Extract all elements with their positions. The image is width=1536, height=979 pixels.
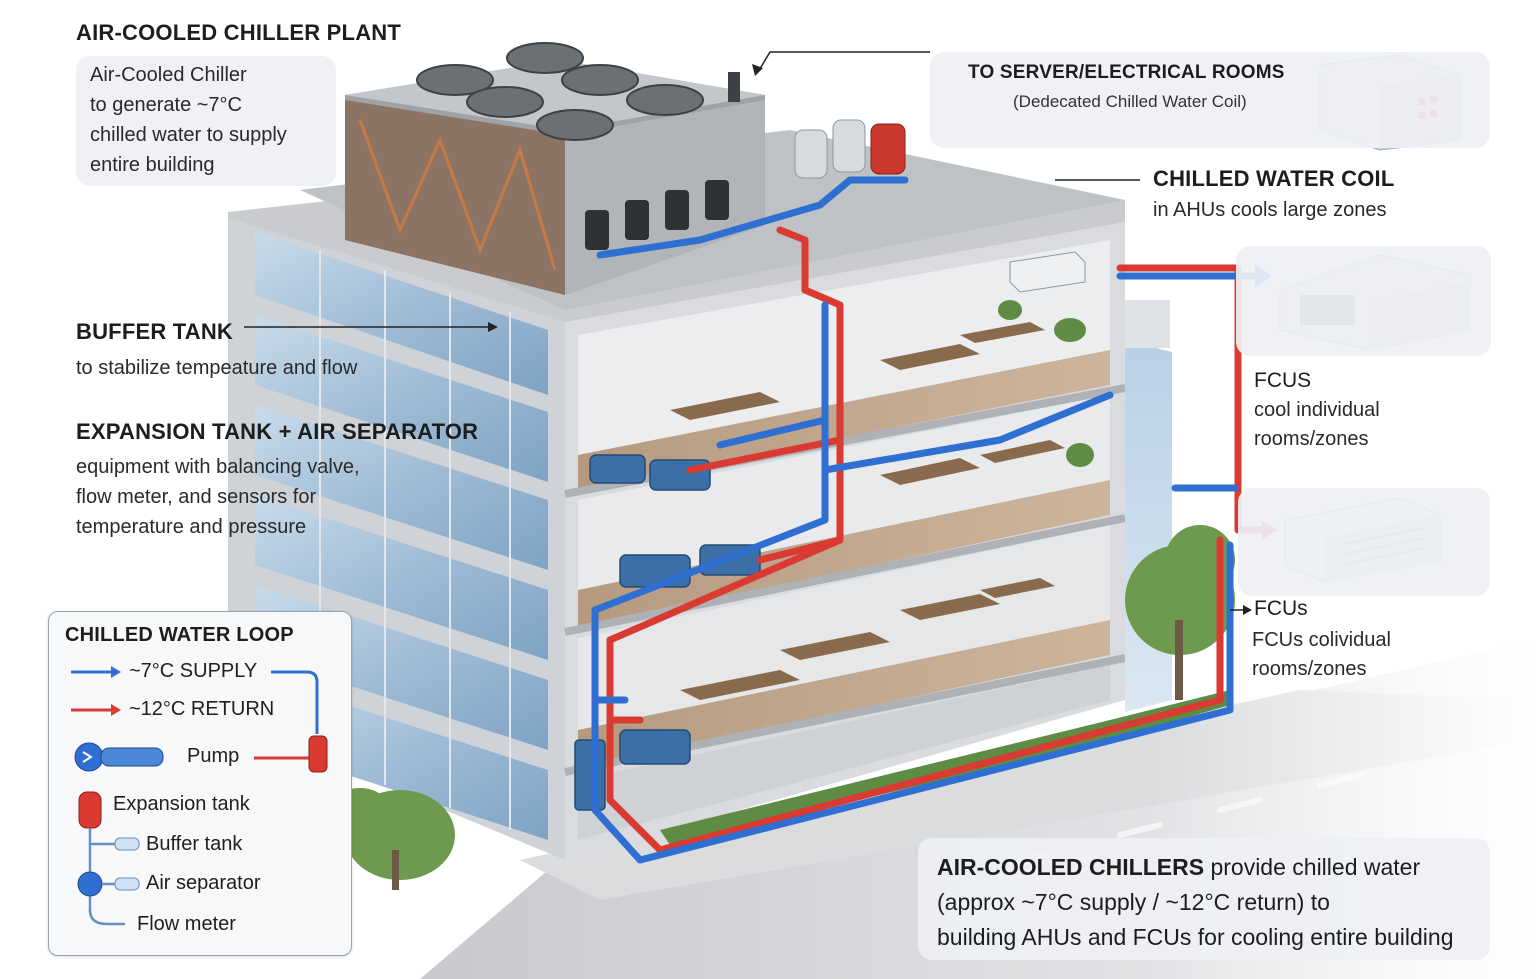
legend-flow-meter-label: Flow meter <box>137 913 236 935</box>
legend-supply-label: ~7°C SUPPLY <box>129 660 258 682</box>
leader-arrow-head <box>1243 605 1252 615</box>
legend-expansion-label: Expansion tank <box>113 793 250 815</box>
legend-pump-label: Pump <box>187 745 240 767</box>
legend-chilled-water-loop: CHILLED WATER LOOP ~7°C SUPPLY ~12°C RET… <box>48 611 352 956</box>
legend-separator-label: Air separator <box>146 872 261 894</box>
chiller-plant-callout-panel <box>76 56 336 186</box>
server-rooms-subtitle: (Dedecated Chilled Water Coil) <box>1013 92 1247 111</box>
leader-arrow-head <box>752 64 763 76</box>
rooftop-tanks <box>794 119 906 179</box>
server-rooms-title: TO SERVER/ELECTRICAL ROOMS <box>968 62 1285 83</box>
legend-title: CHILLED WATER LOOP <box>65 624 294 646</box>
server-rooms-callout-panel <box>930 52 1490 148</box>
fcus-lower-title: FCUs <box>1254 597 1308 620</box>
summary-text: AIR-COOLED CHILLERS provide chilled wate… <box>937 854 1454 950</box>
legend-symbols <box>71 666 328 926</box>
buffer-tank-subtitle: to stabilize tempeature and flow <box>76 357 358 379</box>
expansion-tank-description: equipment with balancing valve, flow met… <box>76 456 360 538</box>
legend-buffer-label: Buffer tank <box>146 833 243 855</box>
fcu-callout-panel <box>1238 488 1490 596</box>
expansion-tank-title: EXPANSION TANK + AIR SEPARATOR <box>76 419 479 444</box>
supply-pipes <box>591 176 1259 864</box>
fcus-upper-title: FCUS <box>1254 369 1312 392</box>
fcus-upper-description: cool individual rooms/zones <box>1254 399 1380 450</box>
summary-callout-panel <box>918 838 1490 960</box>
legend-return-label: ~12°C RETURN <box>129 698 275 720</box>
fcus-lower-description: FCUs colividual rooms/zones <box>1252 629 1391 680</box>
chiller-plant-title: AIR-COOLED CHILLER PLANT <box>76 20 402 45</box>
buffer-tank-title: BUFFER TANK <box>76 319 233 344</box>
wall-ahu-unit <box>1009 251 1086 293</box>
summary-strong: AIR-COOLED CHILLERS <box>937 854 1205 880</box>
ahu-callout-panel <box>1236 246 1491 356</box>
rooftop-chiller <box>345 42 765 295</box>
chiller-plant-description: Air-Cooled Chiller to generate ~7°C chil… <box>90 64 287 176</box>
chilled-water-coil-title: CHILLED WATER COIL <box>1153 166 1395 191</box>
leader-arrow-head <box>488 322 498 332</box>
chilled-water-coil-subtitle: in AHUs cools large zones <box>1153 199 1387 221</box>
trees <box>325 525 1235 890</box>
